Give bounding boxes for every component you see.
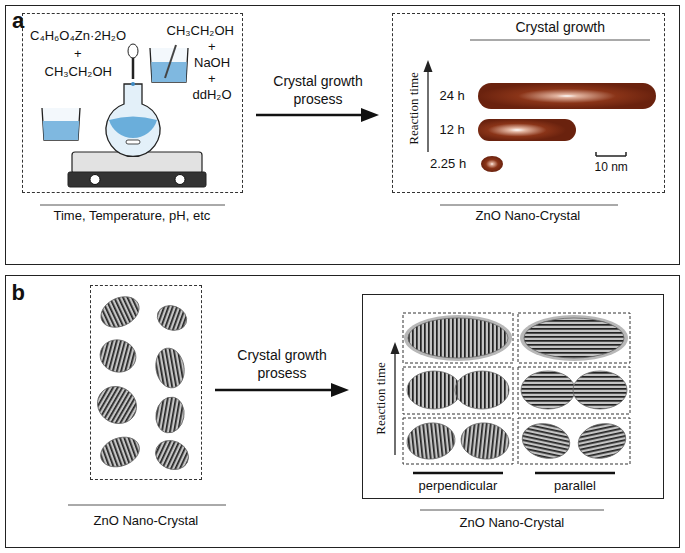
nanocrystal — [455, 371, 509, 409]
arrow-head — [361, 108, 379, 122]
row-frame — [518, 313, 630, 363]
chemical-formula: NaOH — [194, 56, 230, 71]
nanocrystal — [405, 421, 457, 462]
nanorod-24h — [478, 83, 656, 109]
nanocrystal — [153, 395, 187, 435]
dropper-bulb — [128, 44, 138, 58]
caption: ZnO Nano-Crystal — [94, 514, 199, 529]
merged-crystal — [524, 318, 624, 358]
nanocrystal — [96, 291, 144, 333]
nanocrystal — [519, 419, 573, 462]
time-label: 12 h — [440, 123, 465, 138]
plus-sign: + — [208, 72, 216, 87]
caption: ZnO Nano-Crystal — [476, 209, 581, 224]
row-frame — [518, 367, 630, 414]
box-heading: Crystal growth — [516, 19, 605, 35]
scale-tick — [595, 152, 597, 156]
orientation-box: ZnO Nano-Crystal — [362, 294, 664, 499]
hotplate-knob — [175, 175, 185, 185]
crystal-group — [91, 291, 194, 475]
heading-rule — [470, 40, 650, 41]
crystal-halo — [520, 315, 628, 361]
scale-tick — [625, 152, 627, 156]
row-frame — [518, 418, 630, 464]
row-frames — [403, 313, 630, 464]
row-frame — [403, 418, 513, 464]
nanocrystal — [407, 371, 461, 409]
arrow-shaft — [256, 114, 363, 117]
nanocrystal — [573, 371, 627, 409]
plus-sign: + — [74, 47, 82, 62]
chemical-formula: CH₃CH₂OH — [45, 65, 112, 80]
nanocrystal — [96, 432, 143, 472]
dropper-tube — [132, 58, 135, 79]
time-axis-head — [391, 342, 400, 354]
column-rule — [535, 472, 615, 475]
arrow-shaft — [215, 389, 333, 392]
flask-liquid — [109, 117, 157, 138]
time-axis-head — [424, 60, 433, 72]
nanocrystal — [154, 302, 190, 335]
nanocrystal — [575, 419, 629, 462]
hotplate-knob — [90, 175, 100, 185]
panel-letter: b — [12, 280, 25, 305]
beaker-liquid — [43, 121, 79, 140]
arrow-head — [331, 383, 349, 397]
time-axis — [427, 70, 428, 152]
caption-rule — [68, 505, 226, 506]
nanocrystal — [96, 336, 139, 376]
caption: ZnO Nano-Crystal — [460, 516, 565, 531]
row-frame — [403, 313, 513, 363]
row-frame — [403, 367, 513, 414]
arrow-label: Crystal growth prosess — [226, 346, 338, 382]
caption: Time, Temperature, pH, etc — [54, 209, 211, 224]
scale-bar — [596, 155, 626, 157]
panel-frame: bZnO Nano-CrystalZnO Nano-Crystal — [5, 275, 680, 548]
nanocrystal — [153, 346, 188, 390]
caption-rule — [40, 205, 225, 206]
caption-rule — [440, 205, 618, 206]
chemical-formula: CH₃CH₂OH — [167, 24, 234, 39]
axis-label: Reaction time — [373, 362, 388, 435]
plus-sign: + — [208, 40, 216, 55]
stir-bar — [126, 140, 140, 144]
caption-rule — [420, 510, 604, 511]
arrow-label: Crystal growth prosess — [262, 72, 374, 108]
beaker — [42, 108, 80, 140]
time-axis — [394, 352, 395, 455]
nanoparticle-2h — [481, 156, 503, 172]
time-label: 24 h — [440, 89, 465, 104]
nanocrystal — [459, 421, 511, 462]
reaction-flask — [106, 84, 160, 156]
chemical-formula: C₄H₆O₄Zn·2H₂O — [30, 29, 126, 44]
column-rule — [413, 472, 503, 475]
nanocrystal — [151, 435, 194, 475]
chemical-formula: ddH₂O — [193, 88, 232, 103]
time-label: 2.25 h — [430, 157, 466, 172]
flow-arrow — [256, 108, 379, 122]
column-label: parallel — [554, 479, 596, 494]
crystal-halo — [404, 315, 512, 361]
nanocrystal — [521, 371, 575, 409]
flow-arrow — [215, 383, 349, 397]
stirring-rod — [165, 45, 176, 78]
crystal-group — [404, 315, 629, 463]
scale-label: 10 nm — [595, 161, 628, 175]
merged-crystal — [408, 318, 508, 358]
hotplate-base — [68, 172, 206, 187]
axis-label: Reaction time — [406, 72, 421, 145]
crystal-box: ZnO Nano-Crystal — [90, 285, 202, 480]
drop — [131, 82, 135, 86]
panel-frame: aTime, Temperature, pH, etcCrystal growt… — [5, 5, 680, 265]
nanocrystal — [91, 379, 144, 430]
column-label: perpendicular — [419, 479, 498, 494]
nanorod-12h — [478, 119, 576, 141]
